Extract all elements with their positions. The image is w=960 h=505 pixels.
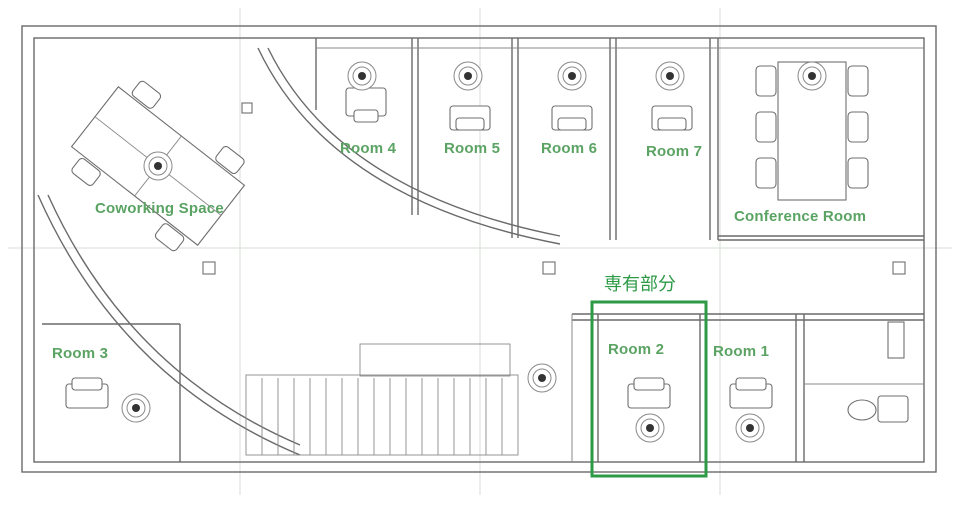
label-room-6: Room 6: [541, 140, 597, 157]
restroom-fixtures: [847, 321, 909, 423]
label-conference-room: Conference Room: [734, 208, 866, 225]
device-marker: [347, 61, 377, 91]
label-room-4: Room 4: [340, 140, 397, 157]
device-marker: [655, 61, 685, 91]
device-marker: [635, 413, 665, 443]
outer-walls: [21, 25, 937, 473]
label-coworking-space: Coworking Space: [95, 200, 224, 217]
private-area-highlight: [590, 300, 708, 478]
label-room-2: Room 2: [608, 341, 664, 358]
grid-guides: [8, 8, 952, 495]
label-private-area: 専有部分: [604, 274, 676, 295]
ceiling-devices: [121, 61, 827, 443]
curved-wall: [37, 47, 561, 456]
conference-furniture: [755, 61, 869, 201]
label-room-3: Room 3: [52, 345, 108, 362]
device-marker: [143, 151, 173, 181]
room-furniture: [65, 87, 773, 409]
label-room-5: Room 5: [444, 140, 500, 157]
structural-columns: [202, 102, 906, 275]
device-marker: [557, 61, 587, 91]
room-labels: Coworking Space Room 4 Room 5 Room 6 Roo…: [52, 140, 866, 362]
device-marker: [453, 61, 483, 91]
device-marker: [121, 393, 151, 423]
label-room-7: Room 7: [646, 143, 702, 160]
bottom-partitions: [42, 313, 924, 462]
top-partitions: [315, 38, 924, 241]
device-marker: [797, 61, 827, 91]
label-room-1: Room 1: [713, 343, 769, 360]
device-marker: [735, 413, 765, 443]
staircase: [245, 343, 519, 456]
device-marker: [527, 363, 557, 393]
